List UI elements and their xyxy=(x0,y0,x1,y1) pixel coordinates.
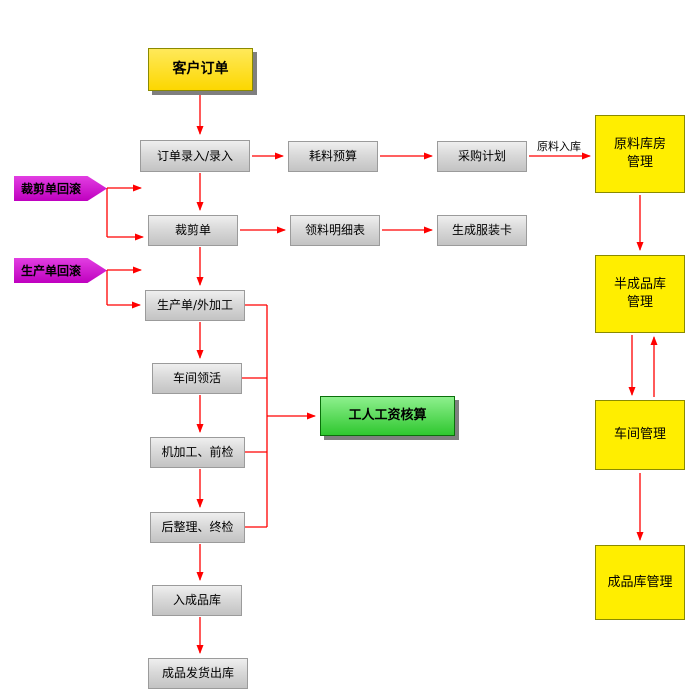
node-machining-front-inspection: 机加工、前检 xyxy=(150,437,245,468)
banner-cutting-order-rollback: 裁剪单回滚 xyxy=(14,176,107,201)
salary-collector-lines xyxy=(242,304,316,528)
node-purchase-plan: 采购计划 xyxy=(437,141,527,172)
node-semi-finished-warehouse: 半成品库 管理 xyxy=(595,255,685,333)
node-into-finished-warehouse: 入成品库 xyxy=(152,585,242,616)
node-cutting-order: 裁剪单 xyxy=(148,215,238,246)
node-finished-goods-warehouse: 成品库管理 xyxy=(595,545,685,620)
node-finishing-final-inspection: 后整理、终检 xyxy=(150,512,245,543)
node-generate-garment-card: 生成服装卡 xyxy=(437,215,527,246)
node-workshop-pickup: 车间领活 xyxy=(152,363,242,394)
node-customer-order: 客户订单 xyxy=(148,48,253,91)
node-production-order: 生产单/外加工 xyxy=(145,290,245,321)
raw-material-inbound-label: 原料入库 xyxy=(537,140,581,153)
node-worker-salary-accounting: 工人工资核算 xyxy=(320,396,455,436)
node-material-requisition-detail: 领料明细表 xyxy=(290,215,380,246)
right-column-arrows xyxy=(628,195,658,541)
node-order-entry: 订单录入/录入 xyxy=(140,140,250,172)
node-workshop-management: 车间管理 xyxy=(595,400,685,470)
node-material-budget: 耗料预算 xyxy=(288,141,378,172)
rollback-lines xyxy=(106,184,144,309)
node-raw-material-warehouse: 原料库房 管理 xyxy=(595,115,685,193)
banner-production-order-rollback: 生产单回滚 xyxy=(14,258,107,283)
node-finished-goods-shipping: 成品发货出库 xyxy=(148,658,248,689)
